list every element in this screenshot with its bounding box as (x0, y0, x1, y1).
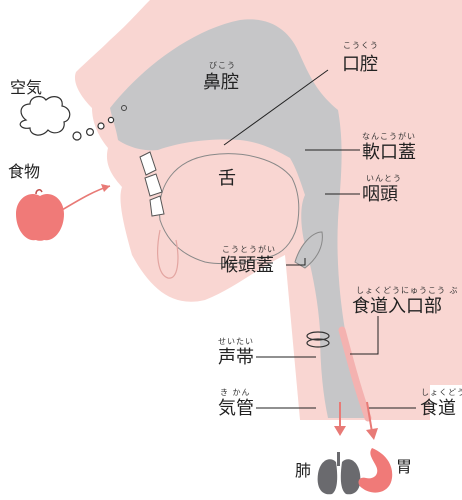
trachea-label: 気管 (218, 400, 254, 418)
trachea-ruby: き かん (220, 389, 251, 397)
soft-palate-ruby: なんこうがい (362, 133, 416, 141)
apple-icon (16, 190, 64, 241)
pharynx-label: 咽頭 (362, 186, 398, 204)
oral-cavity-label: 口腔 (342, 56, 378, 74)
food-label: 食物 (8, 163, 40, 181)
vocal-cords-label: 声帯 (218, 349, 254, 367)
oral-cavity-ruby: こうくう (343, 42, 379, 50)
pharynx-ruby: いんとう (366, 175, 402, 183)
esophageal-entrance-ruby: しょくどうにゅうこう ぶ (356, 287, 459, 295)
lungs-icon (318, 452, 361, 494)
epiglottis-ruby: こうとうがい (222, 246, 276, 254)
tongue-label: 舌 (218, 170, 236, 188)
nasal-cavity-label: 鼻腔 (203, 74, 239, 92)
esophagus-label: 食道 (420, 400, 456, 418)
food-arrow (62, 184, 110, 210)
vocal-cords-ruby: せいたい (218, 338, 254, 346)
nasal-cavity-ruby: びこう (209, 62, 236, 70)
stomach-icon (359, 448, 393, 493)
stomach-label: 胃 (396, 458, 412, 476)
epiglottis-label: 喉頭蓋 (220, 257, 274, 275)
soft-palate-label: 軟口蓋 (362, 144, 416, 162)
lungs-label: 肺 (295, 462, 311, 480)
esophageal-entrance-label: 食道入口部 (352, 298, 442, 316)
esophagus-ruby: しょくどう (421, 389, 462, 397)
air-label: 空気 (10, 79, 42, 97)
